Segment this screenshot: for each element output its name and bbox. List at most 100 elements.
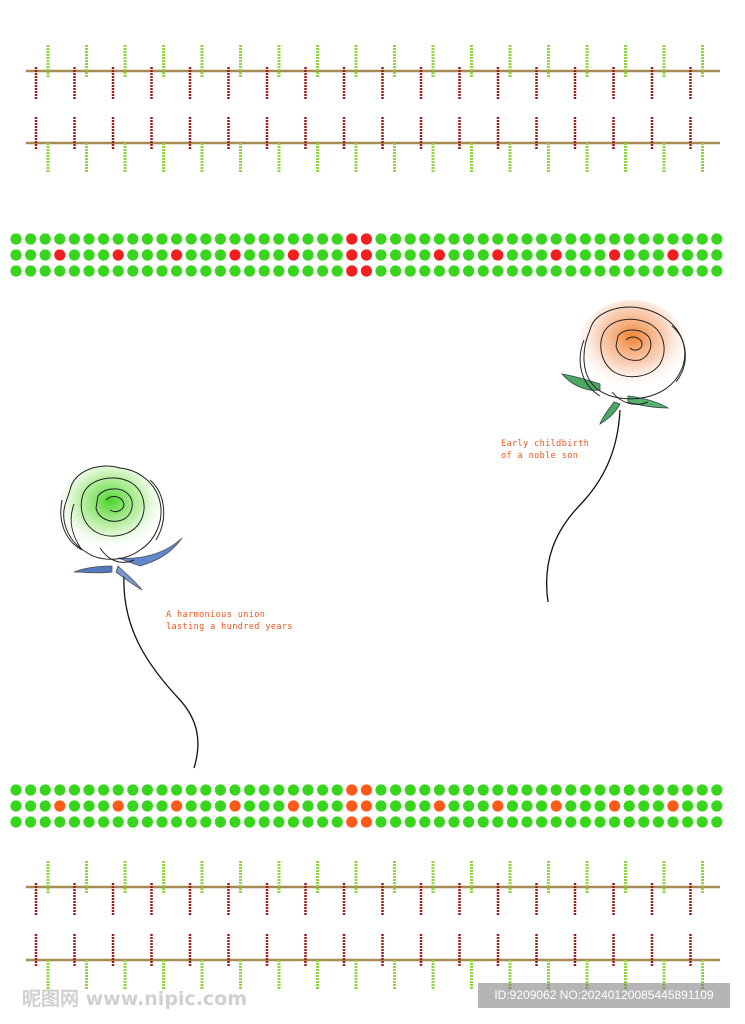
dot: [696, 265, 708, 277]
dot: [83, 784, 95, 796]
dot: [112, 800, 124, 812]
dot: [39, 249, 51, 261]
dot: [98, 233, 110, 245]
dot: [331, 800, 343, 812]
dot: [10, 816, 22, 828]
dot: [550, 233, 562, 245]
dot: [346, 249, 358, 261]
dot: [273, 784, 285, 796]
dot-band: [10, 784, 723, 828]
dot: [127, 816, 139, 828]
dot: [185, 816, 197, 828]
dot: [711, 265, 723, 277]
dot: [652, 784, 665, 796]
dot: [214, 816, 226, 828]
dot: [390, 784, 402, 796]
dot: [404, 233, 416, 245]
dot: [609, 233, 621, 245]
rose-leaf: [115, 565, 143, 591]
dot: [214, 800, 226, 812]
dot: [331, 816, 343, 828]
dot: [25, 265, 37, 277]
dot: [302, 800, 314, 812]
dot: [360, 800, 372, 812]
dot: [10, 233, 22, 245]
dot: [156, 784, 168, 796]
dot: [390, 800, 402, 812]
rose-petal-outline: [63, 465, 162, 560]
dot: [302, 784, 314, 796]
dot: [98, 265, 110, 277]
dot: [594, 800, 606, 812]
dot: [127, 249, 139, 261]
dot: [229, 816, 241, 828]
dot: [419, 249, 431, 261]
dot: [156, 233, 168, 245]
dot: [185, 265, 197, 277]
dot: [682, 816, 694, 828]
rose-leaf: [599, 401, 621, 425]
dot: [258, 233, 270, 245]
dot: [521, 800, 533, 812]
dot: [83, 816, 95, 828]
dot: [433, 249, 445, 261]
dot: [346, 816, 358, 828]
dot: [302, 816, 314, 828]
dot: [638, 233, 650, 245]
id-watermark-bar: ID:9209062 NO:20240120085445891109: [478, 983, 730, 1008]
dot: [375, 265, 387, 277]
dot: [477, 784, 489, 796]
dot: [25, 249, 37, 261]
dot: [390, 249, 402, 261]
dot: [375, 784, 387, 796]
dot: [667, 265, 679, 277]
dot: [696, 800, 708, 812]
dot: [10, 800, 22, 812]
dot: [696, 816, 708, 828]
dot: [638, 265, 650, 277]
dot: [68, 233, 80, 245]
dot: [171, 784, 183, 796]
dot: [127, 800, 139, 812]
dot: [229, 249, 241, 261]
dot: [98, 816, 110, 828]
dot: [433, 784, 445, 796]
dot: [609, 249, 621, 261]
dot: [375, 249, 387, 261]
dot: [39, 800, 51, 812]
dot: [83, 233, 95, 245]
dot: [521, 816, 533, 828]
dot: [171, 249, 183, 261]
dot: [141, 249, 153, 261]
dot: [302, 265, 314, 277]
dot: [521, 233, 533, 245]
dot: [667, 816, 679, 828]
dot: [404, 249, 416, 261]
dot: [287, 816, 299, 828]
dot: [550, 265, 562, 277]
dot: [638, 816, 650, 828]
dot: [25, 784, 37, 796]
dot: [696, 249, 708, 261]
dot: [536, 265, 548, 277]
dot: [375, 816, 387, 828]
dot: [404, 265, 416, 277]
dot: [10, 249, 22, 261]
dot: [667, 233, 679, 245]
caption-harmonious-union: A harmonious union lasting a hundred yea…: [166, 609, 293, 633]
dot: [550, 249, 562, 261]
dot: [419, 784, 431, 796]
dot: [10, 784, 22, 796]
dot: [609, 784, 621, 796]
dot: [477, 249, 489, 261]
dot: [302, 249, 314, 261]
dot: [375, 233, 387, 245]
dot: [448, 784, 460, 796]
dot: [112, 265, 124, 277]
rose-petal-outline: [105, 496, 125, 513]
dot: [463, 784, 475, 796]
dot: [477, 816, 489, 828]
dot: [83, 265, 95, 277]
dot: [652, 816, 665, 828]
dot: [623, 816, 635, 828]
